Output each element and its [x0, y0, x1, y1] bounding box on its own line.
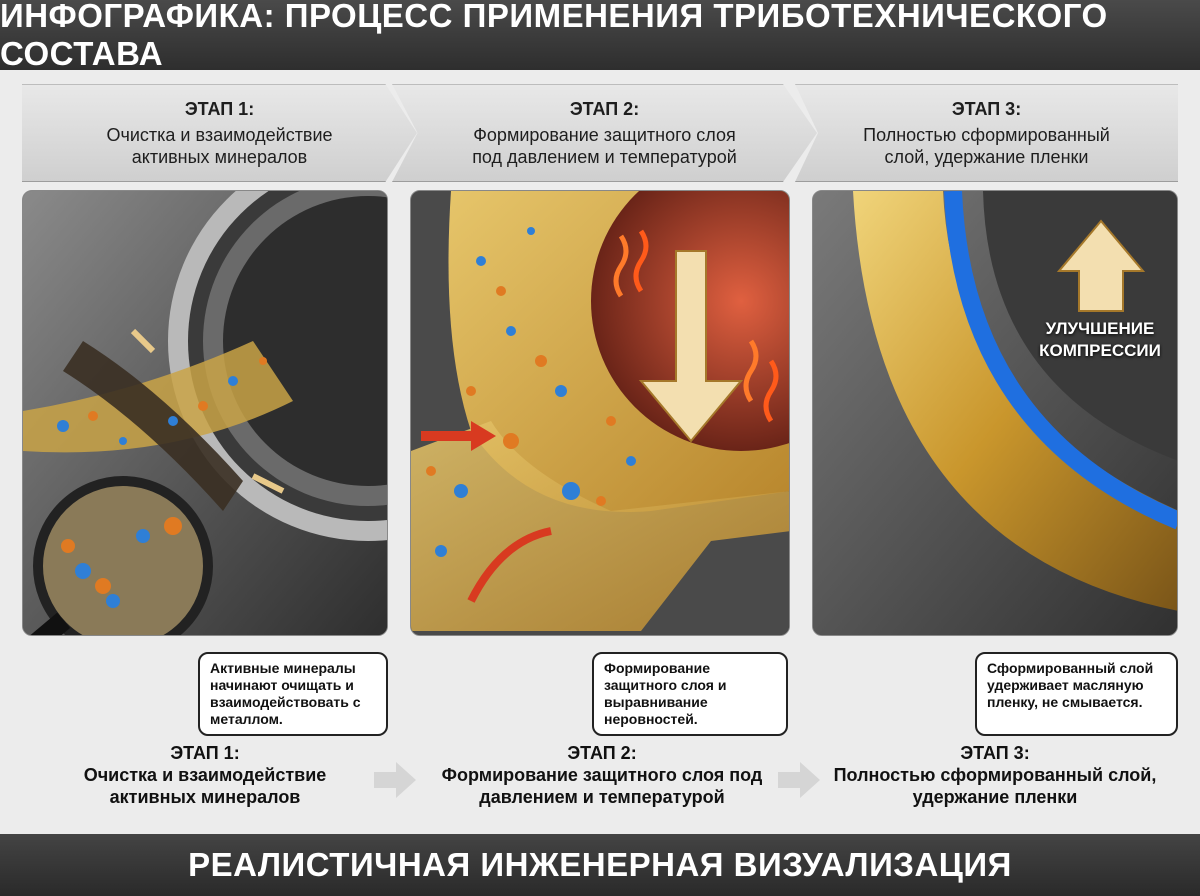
stage-1-illustration — [22, 190, 388, 636]
stage-1-bottom: ЭТАП 1: Очистка и взаимодействие активны… — [40, 742, 370, 808]
stage-2-bottom: ЭТАП 2: Формирование защитного слоя под … — [432, 742, 772, 808]
stage-2-illustration — [410, 190, 790, 636]
stage-2-bottom-step: ЭТАП 2: — [567, 743, 637, 763]
stage-3-illustration — [812, 190, 1178, 636]
stage-1-desc: Очистка и взаимодействие активных минера… — [106, 125, 333, 167]
stage-3-step: ЭТАП 3: — [951, 99, 1022, 119]
stage-3-bottom-step: ЭТАП 3: — [960, 743, 1030, 763]
stage-2-step: ЭТАП 2: — [569, 99, 640, 119]
page-title: ИНФОГРАФИКА: ПРОЦЕСС ПРИМЕНЕНИЯ ТРИБОТЕХ… — [0, 0, 1200, 72]
stage-2-bottom-desc: Формирование защитного слоя под давление… — [441, 765, 763, 807]
stage-2-desc: Формирование защитного слоя под давление… — [472, 125, 737, 167]
stage-2-callout: Формирование защитного слоя и выравниван… — [592, 652, 788, 736]
stage-2-chevron: ЭТАП 2: Формирование защитного слоя под … — [392, 84, 817, 182]
stage-1-bottom-step: ЭТАП 1: — [170, 743, 240, 763]
stage-1-bottom-desc: Очистка и взаимодействие активных минера… — [83, 765, 327, 807]
arrow-right-icon — [374, 762, 416, 798]
compression-improvement-label: УЛУЧШЕНИЕ КОМПРЕССИИ — [1039, 319, 1161, 360]
stage-3-callout: Сформированный слой удерживает масляную … — [975, 652, 1178, 736]
footer-title: РЕАЛИСТИЧНАЯ ИНЖЕНЕРНАЯ ВИЗУАЛИЗАЦИЯ — [0, 834, 1200, 896]
stage-3-chevron: ЭТАП 3: Полностью сформированный слой, у… — [795, 84, 1178, 182]
stage-3-desc: Полностью сформированный слой, удержание… — [863, 125, 1110, 167]
stage-1-callout: Активные минералы начинают очищать и вза… — [198, 652, 388, 736]
stage-3-bottom-desc: Полностью сформированный слой, удержание… — [833, 765, 1157, 807]
arrow-right-icon — [778, 762, 820, 798]
stage-3-bottom: ЭТАП 3: Полностью сформированный слой, у… — [830, 742, 1160, 808]
stage-1-step: ЭТАП 1: — [184, 99, 255, 119]
stage-1-chevron: ЭТАП 1: Очистка и взаимодействие активны… — [22, 84, 417, 182]
